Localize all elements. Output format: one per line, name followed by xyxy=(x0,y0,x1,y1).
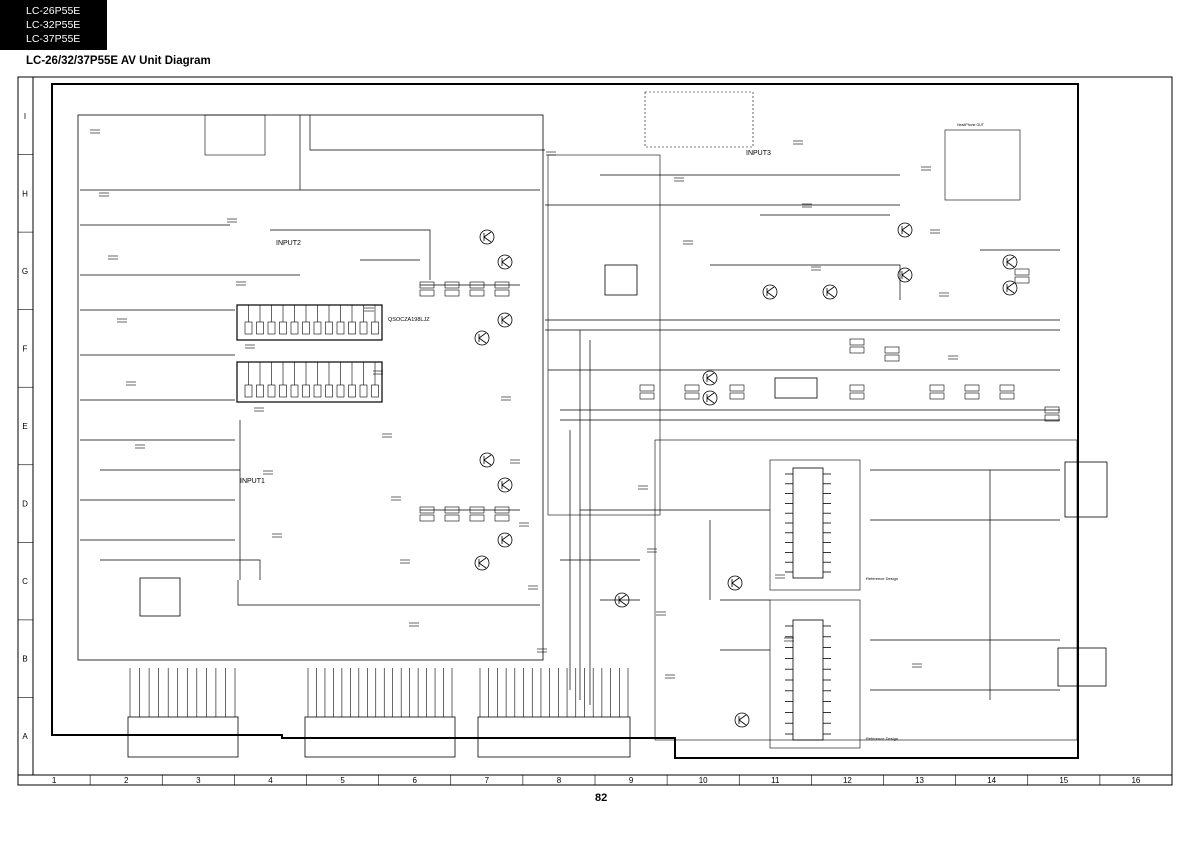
grid-row-label: D xyxy=(22,500,28,509)
input2-label: INPUT2 xyxy=(276,240,301,247)
wiring xyxy=(80,115,1060,705)
grid-column-label: 14 xyxy=(987,776,996,785)
frame-border xyxy=(17,76,1173,786)
ic-block-1 xyxy=(769,459,861,591)
ic-block-2 xyxy=(769,599,861,749)
grid-column-label: 16 xyxy=(1131,776,1140,785)
grid-column-label: 12 xyxy=(843,776,852,785)
grid-column-label: 6 xyxy=(412,776,417,785)
grid-row-label: A xyxy=(22,732,28,741)
ic-lower-left xyxy=(139,577,181,617)
grid-row-label: E xyxy=(22,422,27,431)
grid-column-label: 8 xyxy=(557,776,562,785)
grid-row-label: B xyxy=(22,655,27,664)
connector-right-1 xyxy=(1064,461,1108,518)
input3-label: INPUT3 xyxy=(746,150,771,157)
input1-label: INPUT1 xyxy=(240,478,265,485)
grid-row-label: G xyxy=(22,267,28,276)
grid-column-label: 13 xyxy=(915,776,924,785)
bottom-connector-3 xyxy=(477,716,631,758)
headphone-label: HeadPhone OUT xyxy=(957,123,985,127)
connector-right-2 xyxy=(1057,647,1107,687)
reference-design-label: Reference Design xyxy=(866,736,898,741)
model-label: LC-32P55E xyxy=(26,19,81,31)
scart-connector-1 xyxy=(236,361,383,403)
bottom-connector-1 xyxy=(127,716,239,758)
grid-column-label: 1 xyxy=(52,776,57,785)
grid-column-label: 10 xyxy=(699,776,708,785)
grid-column-label: 3 xyxy=(196,776,201,785)
grid-column-label: 9 xyxy=(629,776,634,785)
model-header: LC-26P55E LC-32P55E LC-37P55E xyxy=(0,0,107,50)
grid-column-label: 15 xyxy=(1059,776,1068,785)
grid-row-label: I xyxy=(24,112,26,121)
model-label: LC-26P55E xyxy=(26,5,81,17)
scart-ic-label: QSOCZA198LJZ xyxy=(388,317,430,323)
grid-column-label: 2 xyxy=(124,776,129,785)
scart-connector-2 xyxy=(236,304,383,341)
grid-row-label: F xyxy=(23,344,28,353)
input3-connector xyxy=(644,91,754,148)
grid-row-label: C xyxy=(22,577,28,586)
board-outline xyxy=(51,83,1079,759)
model-label: LC-37P55E xyxy=(26,33,81,45)
headphone-block xyxy=(944,129,1021,201)
bottom-connector-2 xyxy=(304,716,456,758)
grid-column-label: 4 xyxy=(268,776,273,785)
page-number: 82 xyxy=(595,792,608,804)
grid-column-label: 11 xyxy=(771,776,780,785)
diagram-title: LC-26/32/37P55E AV Unit Diagram xyxy=(26,55,211,67)
block-scart xyxy=(77,114,544,661)
grid-column-label: 7 xyxy=(485,776,490,785)
grid-column-label: 5 xyxy=(340,776,345,785)
reference-design-label: Reference Design xyxy=(866,576,898,581)
grid-row-label: H xyxy=(22,189,28,198)
